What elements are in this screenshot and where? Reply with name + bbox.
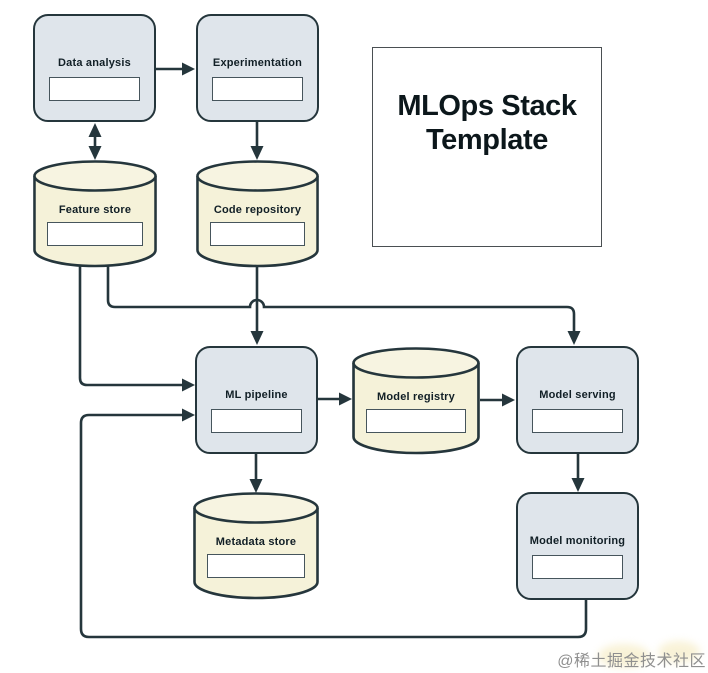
node-ml-pipeline: ML pipeline bbox=[195, 346, 318, 454]
edge-model-monitoring-to-ml-pipeline-feedback-loop bbox=[79, 408, 588, 639]
node-model-registry: Model registry bbox=[352, 347, 480, 455]
watermark-highlight bbox=[598, 644, 650, 668]
node-label: Model registry bbox=[377, 391, 455, 403]
tool-slot bbox=[211, 409, 302, 433]
edge-feature-store-to-model-serving bbox=[106, 265, 581, 345]
edge-feature-store-to-ml-pipeline bbox=[78, 265, 195, 392]
node-model-serving: Model serving bbox=[516, 346, 639, 454]
tool-slot bbox=[207, 554, 305, 578]
watermark-highlight bbox=[658, 641, 700, 663]
diagram-title-line2: Template bbox=[426, 124, 548, 156]
edge-ml-pipeline-to-model-registry bbox=[318, 392, 352, 406]
tool-slot bbox=[366, 409, 466, 433]
edge-model-registry-to-model-serving bbox=[480, 393, 515, 407]
edge-data-analysis-feature-store-bidirectional bbox=[88, 123, 102, 160]
diagram-title-box: MLOps Stack Template bbox=[372, 47, 602, 247]
edge-data-analysis-to-experimentation bbox=[156, 62, 195, 76]
node-label: ML pipeline bbox=[225, 389, 288, 401]
node-metadata-store: Metadata store bbox=[193, 492, 319, 600]
tool-slot bbox=[210, 222, 305, 246]
edge-ml-pipeline-to-metadata-store bbox=[249, 453, 263, 493]
node-label: Feature store bbox=[58, 204, 132, 216]
tool-slot bbox=[49, 77, 140, 101]
edge-model-serving-to-model-monitoring bbox=[571, 453, 585, 492]
tool-slot bbox=[212, 77, 303, 101]
tool-slot bbox=[47, 222, 143, 246]
diagram-title-line1: MLOps Stack bbox=[397, 90, 577, 122]
node-label: Data analysis bbox=[58, 57, 131, 69]
node-label: Experimentation bbox=[212, 57, 303, 69]
node-feature-store: Feature store bbox=[33, 160, 157, 268]
node-code-repository: Code repository bbox=[196, 160, 319, 268]
node-data-analysis: Data analysis bbox=[33, 14, 156, 122]
node-experimentation: Experimentation bbox=[196, 14, 319, 122]
edge-code-repository-to-ml-pipeline bbox=[250, 266, 264, 345]
edge-experimentation-to-code-repository bbox=[250, 122, 264, 160]
node-label: Code repository bbox=[213, 204, 302, 216]
node-label: Model monitoring bbox=[529, 535, 626, 547]
tool-slot bbox=[532, 555, 623, 579]
node-label: Model serving bbox=[539, 389, 616, 401]
node-model-monitoring: Model monitoring bbox=[516, 492, 639, 600]
node-label: Metadata store bbox=[215, 536, 297, 548]
tool-slot bbox=[532, 409, 623, 433]
watermark-text: @稀土掘金技术社区 bbox=[557, 653, 706, 670]
